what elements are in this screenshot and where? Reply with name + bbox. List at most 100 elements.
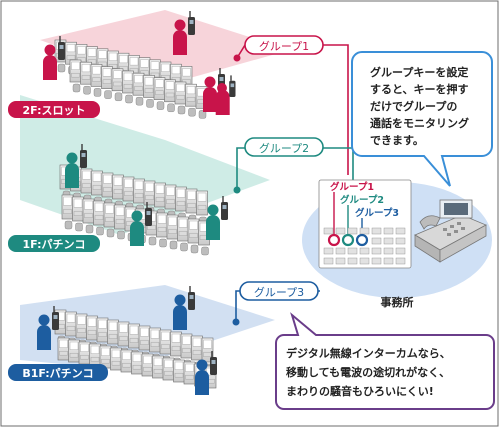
- stool: [125, 94, 133, 104]
- radio-icon: [145, 208, 152, 226]
- console-key: [371, 257, 382, 265]
- stool: [135, 96, 144, 106]
- staff-person-icon: [195, 351, 217, 395]
- stool: [75, 222, 83, 232]
- pachinko-machine: [180, 333, 193, 359]
- console-label-1: グループ1: [330, 181, 374, 193]
- group-tag-2-text: グループ2: [259, 141, 309, 155]
- slot-machine: [69, 59, 82, 83]
- staff-person-icon: [173, 11, 195, 55]
- group-tag-1: グループ1: [244, 35, 324, 55]
- radio-icon: [58, 42, 65, 60]
- floor-label-1f-text: 1F:パチンコ: [23, 238, 86, 251]
- pachinko-machine: [80, 168, 93, 194]
- radio-icon: [210, 357, 217, 375]
- floor-label-2f-text: 2F:スロット: [23, 104, 86, 117]
- staff-person-icon: [37, 306, 59, 350]
- pachinko-machine: [75, 313, 88, 339]
- stool: [114, 92, 123, 102]
- staff-person-icon: [206, 196, 228, 240]
- pachinko-machine: [183, 361, 196, 385]
- console-key: [323, 257, 334, 265]
- pachinko-machine: [156, 212, 168, 238]
- stool: [198, 110, 207, 119]
- console-key: [359, 247, 370, 255]
- stool: [96, 226, 104, 236]
- slot-machines-2f: [54, 39, 208, 119]
- pachinko-machine: [166, 214, 179, 240]
- slot-machine: [122, 70, 134, 94]
- slot-machine: [185, 83, 197, 107]
- stool: [148, 236, 157, 246]
- callout-bottom-line-3: まわりの騒音もひろいにくい!: [286, 384, 434, 398]
- pachinko-machine: [170, 331, 182, 357]
- pachinko-machine: [65, 311, 77, 337]
- pachinko-machine: [122, 176, 135, 202]
- radio-icon: [188, 17, 195, 35]
- pachinko-machine: [61, 194, 74, 220]
- console-key: [335, 257, 346, 265]
- pachinko-machine: [96, 317, 109, 343]
- staff-person-icon: [130, 202, 152, 246]
- pachinko-machine: [72, 196, 84, 222]
- stool: [106, 228, 115, 238]
- pachinko-machines-b1f: [54, 309, 217, 389]
- console-key: [371, 247, 382, 255]
- pachinko-machine: [131, 351, 143, 375]
- floor-label-b1f-text: B1F:パチンコ: [22, 367, 93, 380]
- radio-icon: [80, 150, 87, 168]
- pachinko-machine: [196, 190, 208, 216]
- stool: [72, 83, 81, 93]
- pachinko-machine: [114, 204, 126, 230]
- console-key: [395, 227, 406, 235]
- stool: [177, 105, 186, 115]
- pachinko-machine: [175, 186, 187, 212]
- console-key: [347, 257, 358, 265]
- floor-label-2f: 2F:スロット: [8, 101, 100, 118]
- console-key: [383, 257, 394, 265]
- staff-person-icon: [173, 286, 195, 330]
- console-key: [335, 227, 346, 235]
- pachinko-machine: [103, 202, 116, 228]
- stool: [93, 88, 102, 97]
- console-key: [395, 257, 406, 265]
- pachinko-machine: [93, 200, 105, 226]
- pachinko-machine: [152, 355, 164, 379]
- radio-icon: [229, 80, 236, 97]
- group-tag-1-text: グループ1: [259, 39, 309, 53]
- pachinko-machine: [117, 321, 130, 347]
- staff-person-icon: [43, 36, 65, 80]
- pachinko-machine: [173, 359, 185, 383]
- pachinko-machine: [154, 182, 166, 208]
- stool: [190, 244, 199, 254]
- stool: [180, 242, 188, 252]
- slot-machine: [111, 68, 124, 92]
- radio-icon: [52, 312, 59, 330]
- staff-person-icon: [65, 144, 87, 188]
- console-key: [323, 227, 334, 235]
- stool: [117, 230, 125, 240]
- floor-2f-plate: [40, 10, 290, 85]
- callout-top-line-4: 通話をモニタリング: [370, 116, 469, 130]
- pachinko-machine: [57, 337, 70, 361]
- slot-machine: [80, 61, 92, 85]
- pachinko-machine: [89, 343, 101, 367]
- pachinko-machine: [191, 335, 203, 361]
- callout-monitoring: グループキーを設定 すると、キーを押す だけでグループの 通話をモニタリング で…: [351, 51, 493, 187]
- slot-machine: [153, 77, 166, 100]
- pachinko-machine: [110, 347, 122, 371]
- callout-wireless: デジタル無線インターカムなら、 移動しても電波の途切れがなく、 まわりの騒音もひ…: [275, 312, 495, 410]
- pachinko-machine: [86, 315, 98, 341]
- group2-key: [341, 233, 355, 247]
- group3-key: [355, 233, 369, 247]
- group-tag-3: グループ3: [239, 281, 319, 301]
- pachinko-machine: [68, 339, 80, 363]
- console-key: [395, 237, 406, 245]
- pachinko-machine: [201, 337, 214, 363]
- stool: [83, 85, 91, 95]
- office-label: 事務所: [381, 295, 414, 309]
- svg-text:デジタル無線インターカムなら、 移動しても電波の: デジタル無線インターカムなら、 移動しても電波の途切れがなく、 まわりの騒音もひ…: [286, 346, 455, 398]
- pachinko-machine: [78, 341, 91, 365]
- console-key: [359, 227, 370, 235]
